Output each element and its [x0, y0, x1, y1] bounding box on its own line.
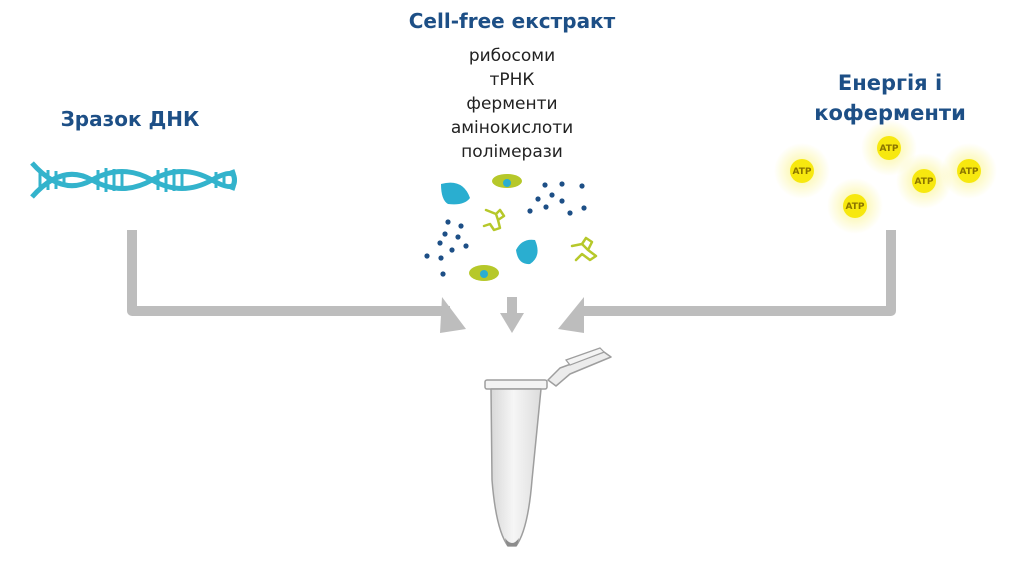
dna-arrow — [127, 230, 450, 316]
atp-molecule: ATP — [774, 143, 830, 199]
atp-molecule: ATP — [896, 153, 952, 209]
energy-title-line2: коферменти — [814, 101, 966, 125]
atp-label: ATP — [879, 144, 898, 154]
component-enzymes: ферменти — [466, 94, 558, 114]
amino-acid-dots — [424, 181, 587, 277]
enzyme-icon — [492, 174, 522, 188]
atp-molecule: ATP — [941, 143, 997, 199]
component-amino-acids: амінокислоти — [450, 118, 574, 138]
trna-icon — [482, 208, 506, 232]
enzyme-icon — [469, 265, 499, 281]
trna-icon — [570, 236, 598, 262]
atp-molecule: ATP — [861, 120, 917, 176]
energy-title: Енергія і коферменти — [780, 68, 1000, 128]
atp-molecule: ATP — [827, 178, 883, 234]
extract-title: Cell-free екстракт — [408, 9, 616, 33]
energy-title-line1: Енергія і — [837, 71, 943, 95]
atp-label: ATP — [914, 177, 933, 187]
dna-helix-icon — [30, 161, 237, 199]
ribosome-icon — [441, 182, 470, 205]
dna-arrow-head — [440, 297, 466, 333]
atp-label: ATP — [792, 167, 811, 177]
energy-arrow-head — [558, 297, 584, 333]
atp-label: ATP — [845, 202, 864, 212]
atp-label: ATP — [959, 167, 978, 177]
component-polymerases: полімерази — [461, 142, 563, 162]
component-ribosomes: рибосоми — [468, 46, 556, 66]
microtube-icon — [484, 347, 612, 547]
extract-components-list: рибосоми тРНК ферменти амінокислоти полі… — [412, 44, 612, 164]
ribosome-icon — [516, 239, 538, 265]
dna-sample-title: Зразок ДНК — [60, 107, 200, 131]
extract-arrow — [500, 297, 524, 333]
component-trna: тРНК — [489, 70, 535, 90]
energy-arrow — [578, 230, 896, 316]
